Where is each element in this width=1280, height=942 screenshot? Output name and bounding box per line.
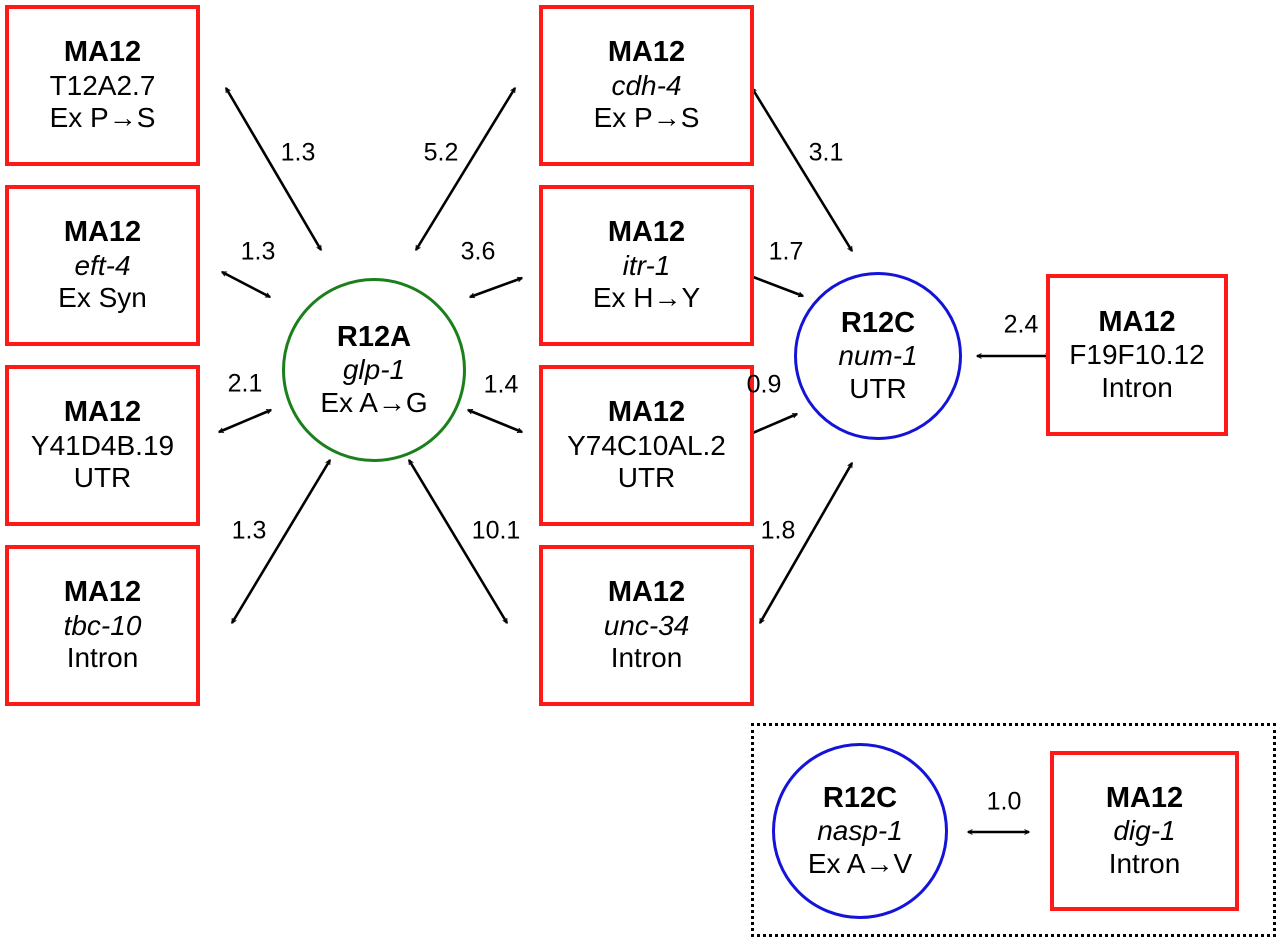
node-ma12-unc-34: MA12 unc-34 Intron bbox=[539, 545, 754, 706]
edge-weight-label: 1.7 bbox=[768, 237, 804, 266]
mutation-label: Ex A→G bbox=[320, 386, 428, 418]
mutation-label: Ex Syn bbox=[58, 282, 147, 314]
strain-label: MA12 bbox=[1098, 305, 1176, 338]
gene-label: unc-34 bbox=[603, 609, 690, 641]
double-arrow-edge bbox=[750, 88, 854, 251]
double-arrow-edge bbox=[219, 408, 271, 434]
double-arrow-edge bbox=[748, 273, 803, 298]
mutation-label: Ex H→Y bbox=[592, 282, 701, 314]
strain-label: MA12 bbox=[607, 216, 686, 249]
separate-pair-frame bbox=[751, 723, 1276, 937]
edge-weight-label: 0.9 bbox=[746, 370, 782, 399]
mutation-label: Intron bbox=[1101, 371, 1173, 403]
strain-label: R12C bbox=[822, 781, 898, 814]
gene-label: itr-1 bbox=[622, 249, 671, 281]
mutation-label: UTR bbox=[849, 372, 907, 404]
node-r12c-num-1: R12C num-1 UTR bbox=[794, 272, 962, 440]
node-ma12-f19f10-12: MA12 F19F10.12 Intron bbox=[1046, 274, 1228, 436]
strain-label: R12A bbox=[336, 320, 412, 353]
gene-label: Y41D4B.19 bbox=[30, 429, 175, 461]
edge-weight-label: 3.6 bbox=[460, 237, 496, 266]
mutation-label: Intron bbox=[1108, 847, 1181, 879]
gene-label: cdh-4 bbox=[611, 69, 682, 101]
strain-label: MA12 bbox=[63, 216, 142, 249]
mutation-label: Ex P→S bbox=[593, 102, 700, 134]
double-arrow-edge bbox=[748, 412, 797, 437]
edge-weight-label: 1.4 bbox=[483, 370, 519, 399]
double-arrow-edge bbox=[470, 276, 522, 299]
edge-weight-label: 1.0 bbox=[986, 787, 1022, 816]
strain-label: MA12 bbox=[607, 36, 686, 69]
strain-label: R12C bbox=[840, 306, 916, 339]
node-ma12-dig-1: MA12 dig-1 Intron bbox=[1050, 751, 1239, 911]
edge-weight-label: 1.3 bbox=[231, 516, 267, 545]
mutation-label: UTR bbox=[73, 462, 132, 494]
strain-label: MA12 bbox=[63, 576, 142, 609]
mutation-label: Ex P→S bbox=[49, 102, 156, 134]
node-ma12-t12a2-7: MA12 T12A2.7 Ex P→S bbox=[5, 5, 200, 166]
edge-weight-label: 3.1 bbox=[808, 138, 844, 167]
gene-label: num-1 bbox=[838, 340, 918, 372]
edge-weight-label: 1.3 bbox=[280, 138, 316, 167]
node-r12c-nasp-1: R12C nasp-1 Ex A→V bbox=[772, 743, 948, 919]
strain-label: MA12 bbox=[63, 396, 142, 429]
mutation-label: Intron bbox=[610, 642, 683, 674]
strain-label: MA12 bbox=[607, 576, 686, 609]
double-arrow-edge bbox=[224, 88, 323, 250]
edge-weight-label: 1.8 bbox=[760, 516, 796, 545]
node-ma12-tbc-10: MA12 tbc-10 Intron bbox=[5, 545, 200, 706]
edge-weight-label: 1.3 bbox=[240, 237, 276, 266]
strain-label: MA12 bbox=[1105, 781, 1184, 814]
node-ma12-eft-4: MA12 eft-4 Ex Syn bbox=[5, 185, 200, 346]
double-arrow-edge bbox=[468, 408, 522, 434]
mutation-label: Intron bbox=[66, 642, 139, 674]
strain-label: MA12 bbox=[607, 396, 686, 429]
double-arrow-edge bbox=[230, 460, 332, 623]
node-ma12-itr-1: MA12 itr-1 Ex H→Y bbox=[539, 185, 754, 346]
gene-label: nasp-1 bbox=[817, 815, 903, 847]
mutation-label: Ex A→V bbox=[807, 847, 913, 879]
gene-label: glp-1 bbox=[342, 354, 406, 386]
gene-label: Y74C10AL.2 bbox=[567, 429, 726, 461]
edge-weight-label: 2.1 bbox=[227, 369, 263, 398]
double-arrow-edge bbox=[407, 460, 509, 623]
node-r12a-glp-1: R12A glp-1 Ex A→G bbox=[282, 278, 466, 462]
gene-label: dig-1 bbox=[1113, 815, 1176, 847]
node-ma12-y74c10al-2: MA12 Y74C10AL.2 UTR bbox=[539, 365, 754, 526]
mutation-label: UTR bbox=[617, 462, 676, 494]
double-arrow-edge bbox=[414, 88, 517, 250]
gene-label: eft-4 bbox=[74, 249, 131, 281]
double-arrow-edge bbox=[222, 270, 270, 299]
gene-label: T12A2.7 bbox=[49, 69, 156, 101]
edge-weight-label: 5.2 bbox=[423, 138, 459, 167]
gene-label: tbc-10 bbox=[63, 609, 142, 641]
edge-weight-label: 10.1 bbox=[471, 516, 521, 545]
edge-weight-label: 2.4 bbox=[1003, 310, 1039, 339]
node-ma12-cdh-4: MA12 cdh-4 Ex P→S bbox=[539, 5, 754, 166]
node-ma12-y41d4b-19: MA12 Y41D4B.19 UTR bbox=[5, 365, 200, 526]
gene-label: F19F10.12 bbox=[1069, 339, 1205, 371]
double-arrow-edge bbox=[758, 463, 854, 623]
strain-label: MA12 bbox=[63, 36, 142, 69]
